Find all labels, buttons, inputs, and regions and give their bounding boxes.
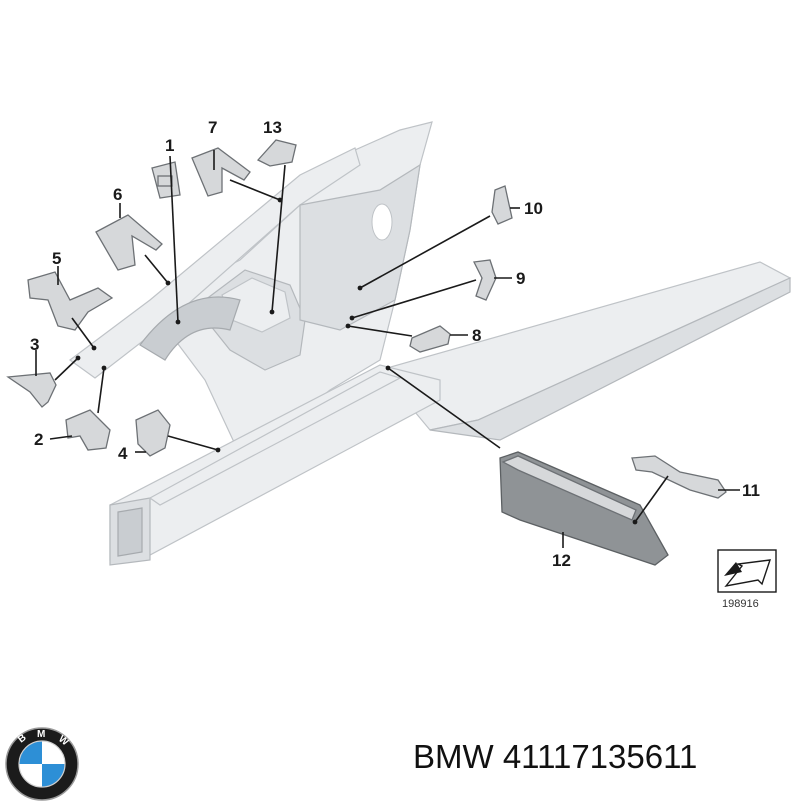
callout-9: 9 bbox=[516, 269, 525, 288]
bmw-logo: B M W bbox=[5, 727, 79, 801]
callout-11: 11 bbox=[742, 481, 760, 500]
part-1-bracket bbox=[151, 161, 181, 199]
part-12-panel bbox=[499, 451, 669, 566]
reference-box: 198916 bbox=[717, 549, 777, 610]
reference-number: 198916 bbox=[722, 598, 759, 610]
part-7-bracket bbox=[191, 147, 251, 197]
part-11-bracket bbox=[631, 455, 727, 499]
part-5-bracket bbox=[27, 271, 114, 331]
callout-5: 5 bbox=[52, 249, 61, 268]
callout-8: 8 bbox=[472, 326, 481, 345]
callout-13: 13 bbox=[263, 118, 282, 137]
callout-1: 1 bbox=[165, 136, 174, 155]
leader-lines bbox=[35, 150, 740, 548]
callout-2: 2 bbox=[34, 430, 43, 449]
part-2-bracket bbox=[65, 409, 111, 451]
callout-10: 10 bbox=[524, 199, 543, 218]
svg-text:M: M bbox=[37, 729, 45, 740]
part-8-bracket bbox=[409, 325, 451, 353]
part-6-bracket bbox=[95, 214, 163, 271]
callout-12: 12 bbox=[552, 551, 571, 570]
part-number-label: BMW 41117135611 bbox=[413, 738, 698, 775]
part-4-bracket bbox=[135, 409, 171, 457]
callout-6: 6 bbox=[113, 185, 122, 204]
part-3-bracket bbox=[6, 372, 57, 408]
callout-7: 7 bbox=[208, 118, 217, 137]
callout-labels: 1 7 13 6 5 3 2 4 10 9 8 11 12 bbox=[30, 118, 760, 570]
part-13-bracket bbox=[256, 139, 297, 167]
body-structure bbox=[68, 121, 792, 566]
callout-3: 3 bbox=[30, 335, 39, 354]
part-10-bracket bbox=[491, 185, 513, 225]
callout-4: 4 bbox=[118, 444, 128, 463]
part-9-bracket bbox=[473, 259, 497, 301]
